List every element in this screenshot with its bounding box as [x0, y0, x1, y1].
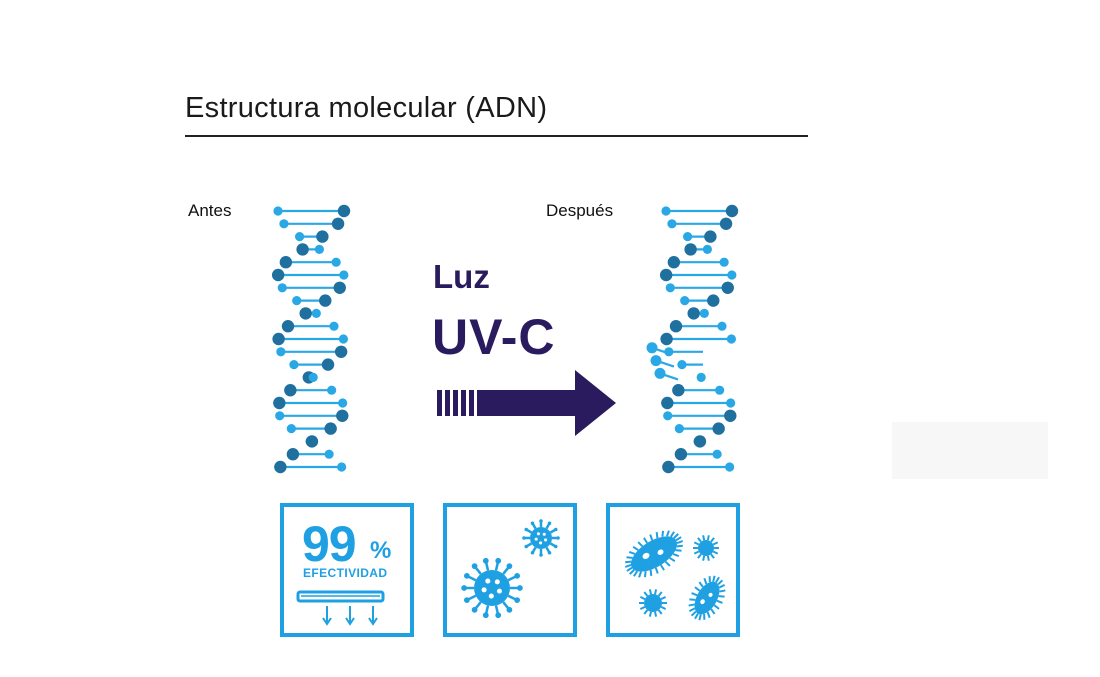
uv-arrow-icon [437, 370, 616, 436]
label-after: Después [546, 201, 614, 220]
title-underline [185, 135, 808, 137]
effectiveness-caption: EFECTIVIDAD [303, 566, 388, 580]
effectiveness-unit: % [370, 537, 392, 564]
bacteria-icon [624, 530, 726, 621]
page-title: Estructura molecular (ADN) [185, 92, 548, 124]
uv-c-label: UV-C [432, 309, 556, 365]
dna-helix-intact-icon [271, 204, 351, 474]
effectiveness-box [280, 503, 414, 637]
effectiveness-value: 99 [302, 516, 357, 572]
faded-placeholder [892, 422, 1048, 479]
virus-box [443, 503, 577, 637]
virus-icon [461, 519, 560, 619]
label-before: Antes [188, 201, 232, 220]
bacteria-box [606, 503, 740, 637]
uv-light-label: Luz [433, 258, 490, 295]
dna-helix-damaged-icon [646, 204, 739, 474]
uv-lamp-icon [296, 590, 385, 626]
